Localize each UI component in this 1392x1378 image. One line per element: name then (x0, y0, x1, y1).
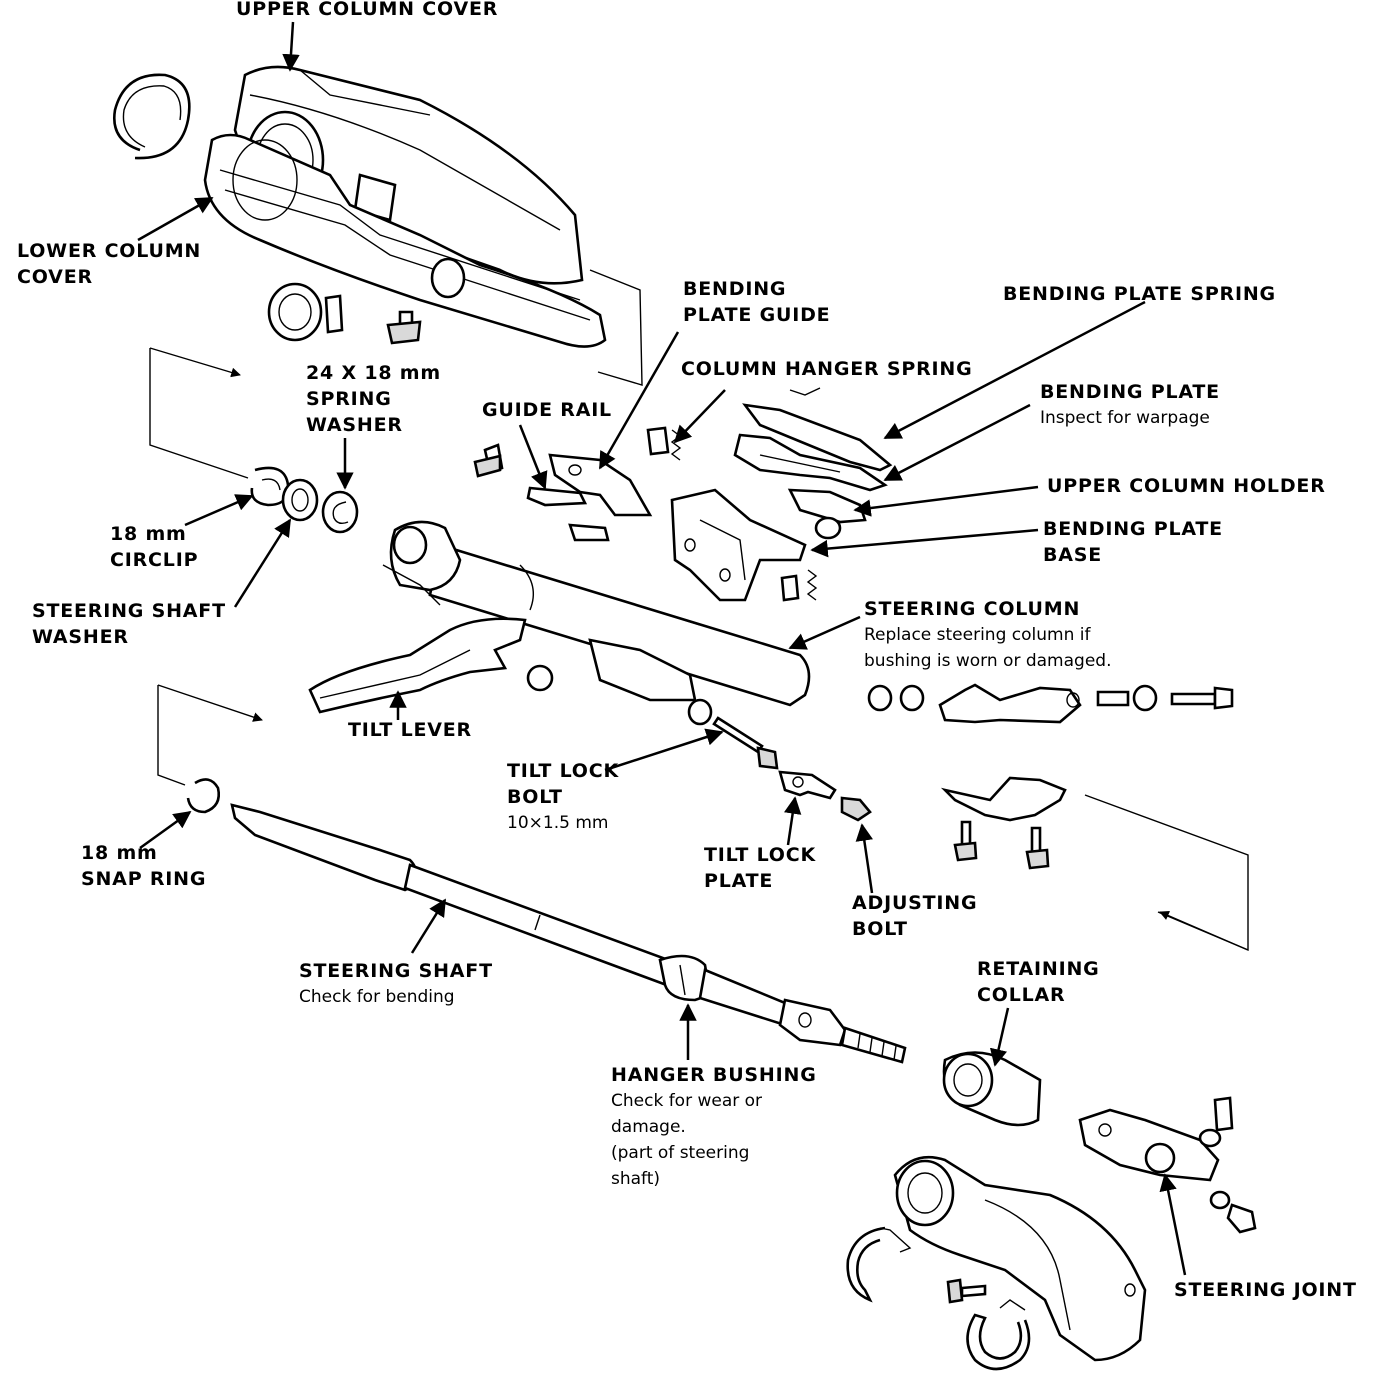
label-upper-column-cover: UPPER COLUMN COVER (236, 0, 499, 20)
leader-lines (137, 21, 1187, 1276)
guide-rail-part (473, 443, 610, 542)
label-spring-washer: 24 X 18 mm SPRING WASHER (306, 362, 441, 436)
snap-ring-part (186, 778, 220, 814)
adjusting-bolt-part (840, 796, 872, 822)
label-bending-plate: BENDING PLATE Inspect for warpage (1040, 381, 1220, 428)
hose-clamp-right-part (966, 1299, 1031, 1371)
bending-plate-base-part (670, 488, 807, 602)
label-column-hanger-spring: COLUMN HANGER SPRING (681, 358, 973, 380)
bending-plate-part (733, 433, 888, 492)
label-bending-plate-guide: BENDING PLATE GUIDE (683, 278, 831, 326)
column-hanger-spring-part (646, 426, 818, 602)
label-hanger-bushing: HANGER BUSHING Check for wear or damage.… (611, 1064, 817, 1189)
steering-shaft-part (230, 803, 907, 1064)
lower-column-cover-part (203, 133, 607, 348)
label-steering-joint: STEERING JOINT (1174, 1279, 1357, 1301)
label-upper-column-holder: UPPER COLUMN HOLDER (1047, 475, 1326, 497)
label-steering-shaft: STEERING SHAFT Check for bending (299, 960, 493, 1007)
tilt-lock-bolt-part (687, 698, 779, 770)
label-tilt-lever: TILT LEVER (348, 719, 472, 741)
tilt-lock-plate-part (778, 770, 837, 800)
tilt-lever-part (308, 617, 527, 714)
column-mount-hardware (867, 683, 1234, 724)
steering-column-part (382, 520, 811, 707)
hose-clamp-left-part (846, 1226, 912, 1303)
lower-bracket-part (940, 776, 1067, 870)
label-bending-plate-base: BENDING PLATE BASE (1043, 518, 1223, 566)
label-snap-ring: 18 mm SNAP RING (81, 842, 207, 890)
label-steering-column: STEERING COLUMN Replace steering column … (864, 598, 1112, 671)
housing-bolt-part (946, 1278, 987, 1304)
label-lower-column-cover: LOWER COLUMN COVER (17, 240, 202, 288)
cover-small-parts (267, 282, 422, 345)
label-adjusting-bolt: ADJUSTING BOLT (852, 892, 978, 940)
upper-column-holder-part (787, 488, 867, 540)
steering-joint-part (1078, 1096, 1257, 1234)
bending-plate-guide-part (548, 453, 653, 517)
snap-ring-large-part (112, 73, 191, 160)
retaining-collar-part (942, 1051, 1042, 1127)
label-bending-plate-spring: BENDING PLATE SPRING (1003, 283, 1276, 305)
label-retaining-collar: RETAINING COLLAR (977, 958, 1100, 1006)
label-guide-rail: GUIDE RAIL (482, 399, 612, 421)
label-tilt-lock-plate: TILT LOCK PLATE (704, 844, 817, 892)
steering-shaft-washer-part (281, 478, 319, 522)
lower-steering-housing-part (893, 1155, 1147, 1362)
label-steering-shaft-washer: STEERING SHAFT WASHER (32, 600, 226, 648)
label-tilt-lock-bolt: TILT LOCK BOLT 10×1.5 mm (507, 760, 620, 833)
spring-washer-part (321, 490, 359, 534)
label-circlip: 18 mm CIRCLIP (110, 523, 199, 571)
